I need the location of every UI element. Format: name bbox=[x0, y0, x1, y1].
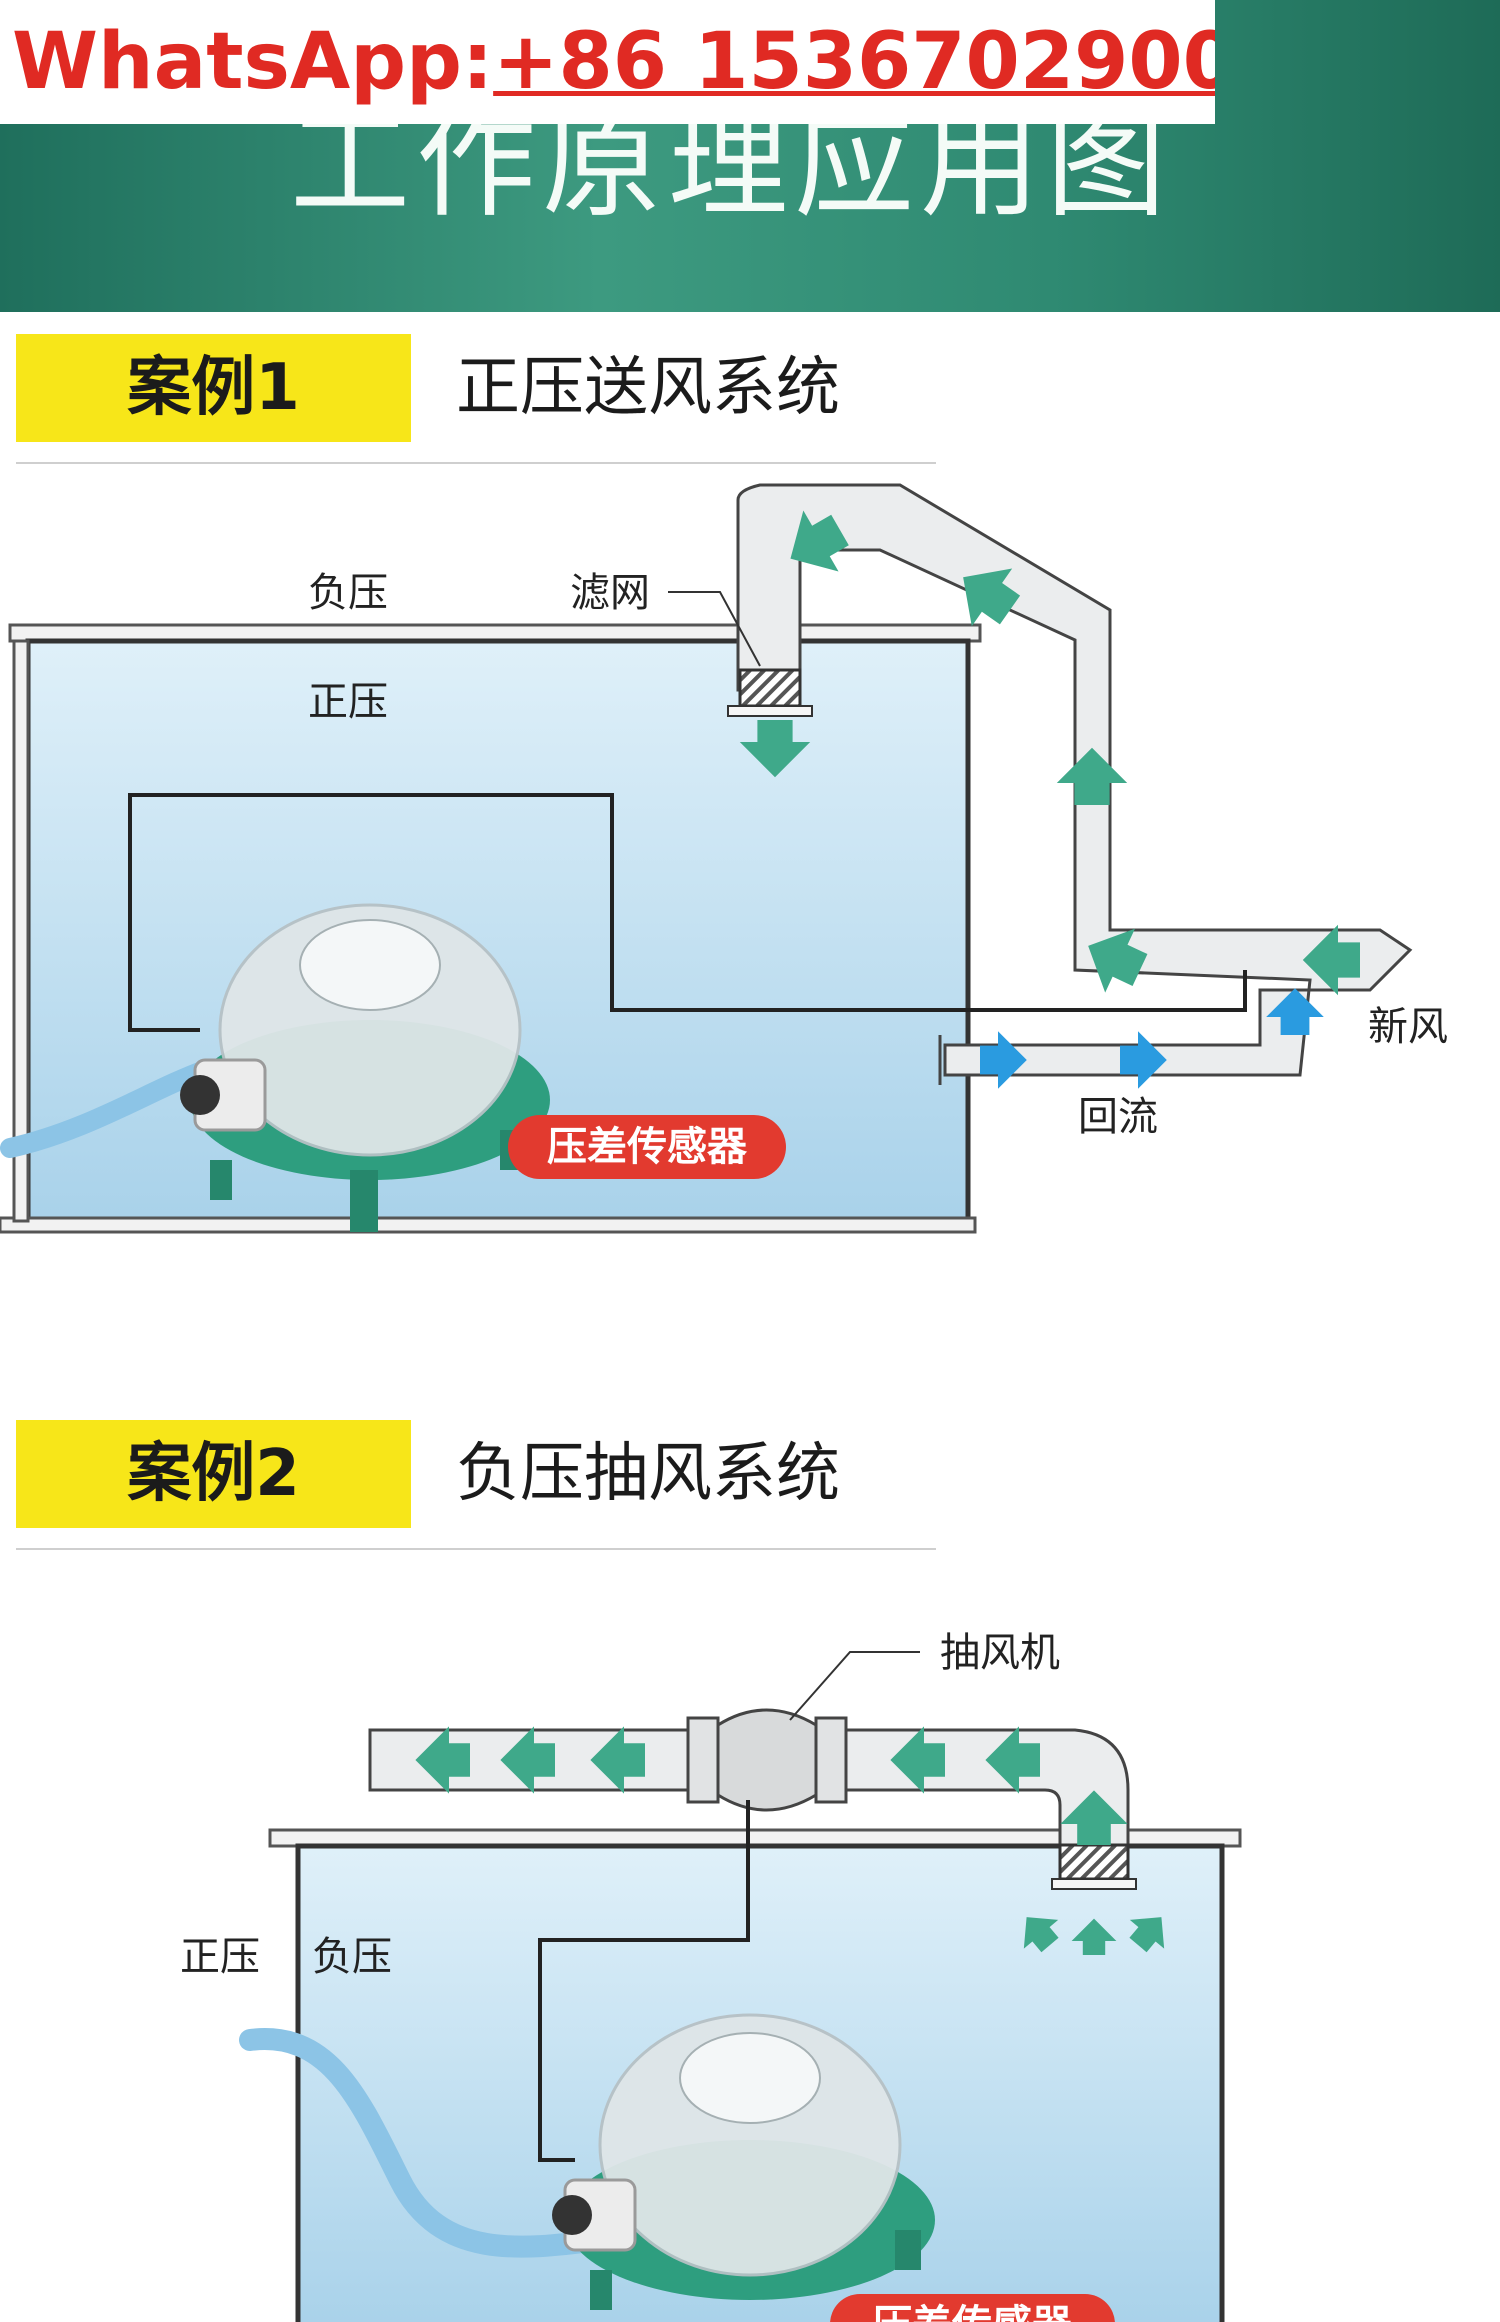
case2-tube bbox=[239, 2028, 611, 2258]
case1-positive-label: 正压 bbox=[308, 679, 388, 725]
case2-signal-wire bbox=[538, 1800, 750, 2162]
case2-sensor-label: 压差传感器 bbox=[872, 2302, 1073, 2322]
case2-header: 案例2 负压抽风系统 bbox=[16, 1420, 936, 1550]
case1-return-flow-label: 回流 bbox=[1078, 1094, 1158, 1140]
case2-sensor-badge bbox=[830, 2294, 1115, 2322]
contact-bar: WhatsApp:+86 15367029002 bbox=[0, 0, 1215, 124]
case1-title: 正压送风系统 bbox=[456, 351, 840, 425]
contact-phone-link[interactable]: +86 15367029002 bbox=[493, 17, 1215, 107]
contact-prefix: WhatsApp: bbox=[12, 17, 494, 107]
case1-filter-leader bbox=[668, 591, 761, 667]
case1-signal-wire bbox=[128, 793, 1247, 1032]
case2-pressure-sensor bbox=[552, 2013, 935, 2310]
case2-negative-label: 负压 bbox=[312, 1934, 392, 1980]
case1-tag: 案例1 bbox=[16, 334, 411, 442]
arrow-up-icon bbox=[1056, 747, 1128, 805]
case1-tube bbox=[0, 1060, 215, 1158]
case2-fan-leader bbox=[789, 1651, 920, 1721]
arrow-right-icon bbox=[980, 1031, 1027, 1089]
case1-divider bbox=[16, 462, 936, 464]
case2-title: 负压抽风系统 bbox=[456, 1437, 840, 1511]
case1-floor bbox=[0, 1216, 977, 1234]
case2-divider bbox=[16, 1548, 936, 1550]
case1-negative-label: 负压 bbox=[308, 570, 388, 616]
case2-filter bbox=[1058, 1843, 1130, 1881]
case1-sensor-label: 压差传感器 bbox=[547, 1124, 748, 1170]
case1-header: 案例1 正压送风系统 bbox=[16, 334, 936, 464]
case1-diagram: 压差传感器 负压 滤网 正压 新风 回流 bbox=[0, 483, 1448, 1234]
case2-fan-label: 抽风机 bbox=[940, 1630, 1060, 1676]
case1-filter-label: 滤网 bbox=[570, 570, 650, 616]
case1-sensor-badge bbox=[508, 1115, 786, 1179]
case1-filter bbox=[738, 668, 802, 708]
case2-fan bbox=[686, 1708, 848, 1812]
case1-pressure-sensor bbox=[180, 903, 550, 1232]
case2-diagram: 压差传感器 抽风机 正压 负压 bbox=[180, 1630, 1242, 2322]
arrow-right-icon bbox=[1120, 1031, 1167, 1089]
case1-left-wall bbox=[12, 639, 30, 1223]
case2-positive-label: 正压 bbox=[180, 1934, 260, 1980]
case1-fresh-air-label: 新风 bbox=[1368, 1004, 1448, 1050]
case2-tag: 案例2 bbox=[16, 1420, 411, 1528]
